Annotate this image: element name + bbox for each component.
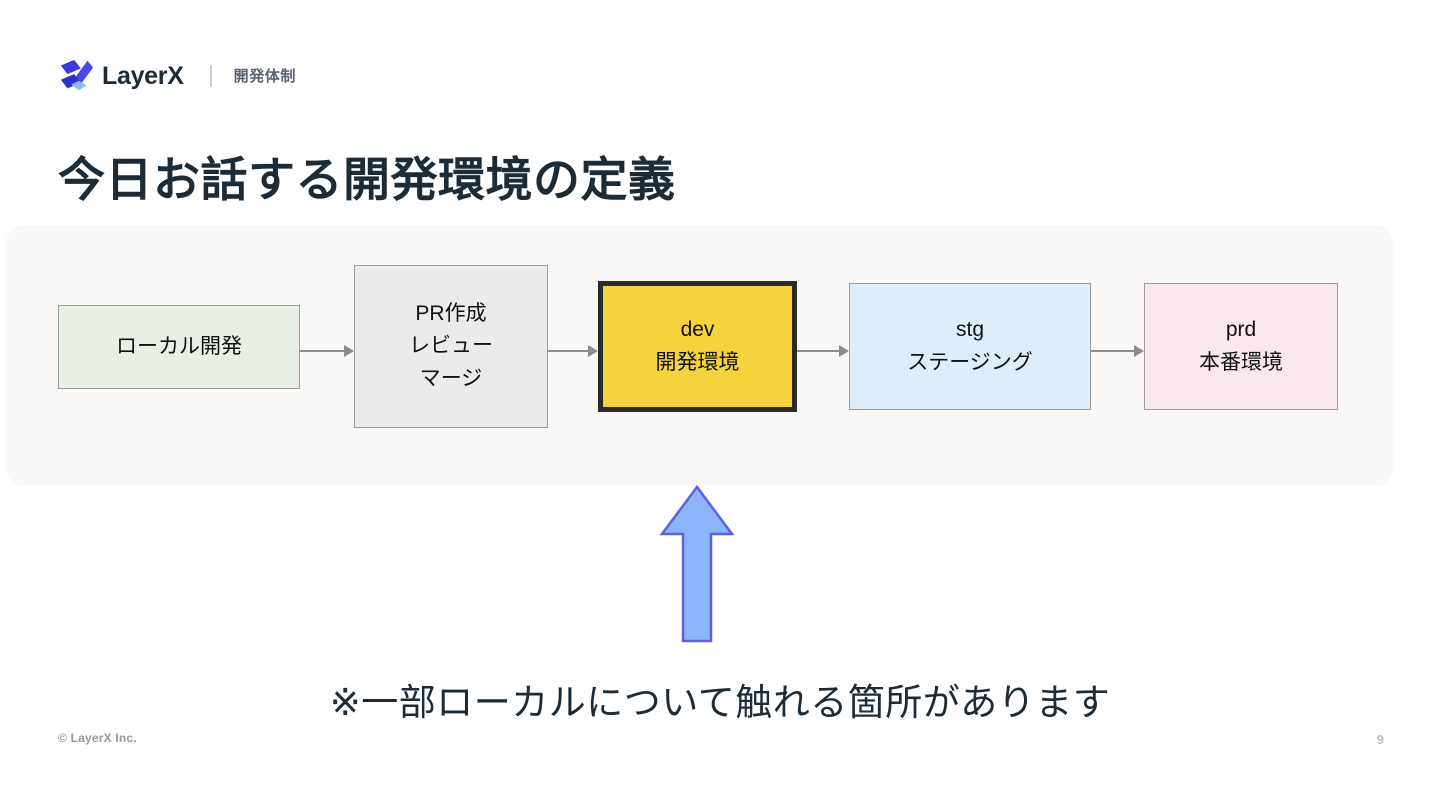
flow-box-dev-line-2: 開発環境 <box>655 350 740 374</box>
arrow-right-icon <box>839 345 849 357</box>
connector-stg-to-prd <box>1091 345 1144 357</box>
connector-line <box>548 350 588 352</box>
flow-box-stg-line-2: ステージング <box>907 350 1033 374</box>
flow-box-prd-line-1: prd <box>1225 317 1257 341</box>
flow-box-pr-line-2: レビュー <box>409 334 493 358</box>
diagram-panel: ローカル開発 PR作成 レビュー マージ dev 開発環境 stg ステージング… <box>6 225 1393 486</box>
arrow-right-icon <box>588 345 598 357</box>
flow-box-dev: dev 開発環境 <box>598 281 797 412</box>
footer-page-number: 9 <box>1376 732 1384 747</box>
flow-box-stg-line-1: stg <box>955 317 984 341</box>
flow-box-pr-line-3: マージ <box>419 366 483 390</box>
layerx-logo-icon <box>58 57 96 95</box>
arrow-right-icon <box>1134 345 1144 357</box>
flow-box-local-line-1: ローカル開発 <box>116 334 242 358</box>
brand-lockup: LayerX <box>58 57 184 95</box>
flow-box-local: ローカル開発 <box>58 305 300 389</box>
connector-local-to-pr <box>300 345 354 357</box>
connector-pr-to-dev <box>548 345 598 357</box>
connector-dev-to-stg <box>797 345 849 357</box>
slide-caption: ※一部ローカルについて触れる箇所があります <box>329 682 1111 723</box>
flow-box-pr: PR作成 レビュー マージ <box>354 265 548 428</box>
page-title: 今日お話する開発環境の定義 <box>58 153 676 207</box>
brand-wordmark: LayerX <box>102 61 184 90</box>
connector-line <box>1091 350 1134 352</box>
flow-box-prd: prd 本番環境 <box>1144 283 1338 410</box>
flow-box-pr-line-1: PR作成 <box>415 301 487 325</box>
flow-box-stg: stg ステージング <box>849 283 1091 410</box>
arrow-right-icon <box>344 345 354 357</box>
header-subtitle: 開発体制 <box>233 67 296 85</box>
arrow-up-icon <box>659 484 735 643</box>
footer-copyright: © LayerX Inc. <box>58 731 137 745</box>
connector-line <box>300 350 344 352</box>
slide-header: LayerX 開発体制 <box>58 56 296 96</box>
header-divider <box>209 65 212 87</box>
flow-box-prd-line-2: 本番環境 <box>1199 350 1283 374</box>
connector-line <box>797 350 839 352</box>
flow-box-dev-line-1: dev <box>680 317 715 341</box>
